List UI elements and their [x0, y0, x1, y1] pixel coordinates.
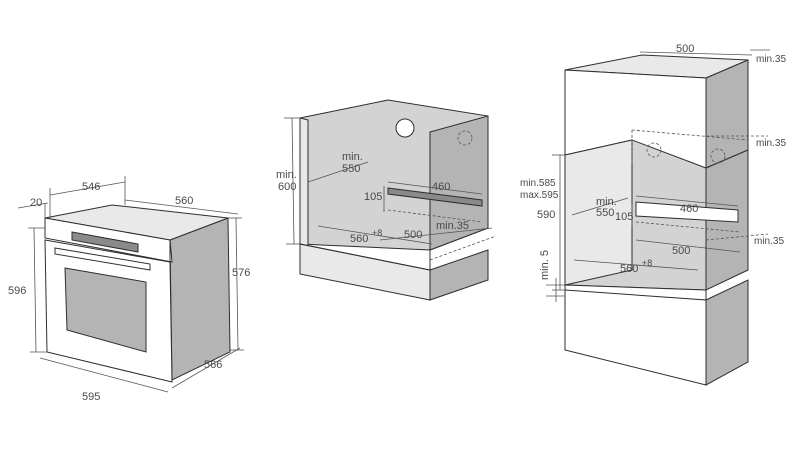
niche-vent-slot: [387, 187, 483, 207]
dim-566: 566: [204, 359, 222, 371]
niche-base-side: [429, 249, 489, 301]
niche-vent-hole-rear: [457, 130, 473, 146]
dim-max-595: max.595: [520, 190, 559, 201]
dim-595: 595: [82, 391, 100, 403]
tall-lower-front: [564, 289, 707, 386]
dim-min-600-label: min.: [276, 169, 297, 181]
dim-560-tol: +8: [372, 228, 382, 238]
oven-window: [64, 267, 147, 353]
dim-min-550-tall-label: min.: [596, 196, 617, 208]
dim-min-550-value: 550: [342, 163, 360, 175]
tall-unit-figure: 500 min.35 min.35 min.585 max.595 590 mi…: [520, 43, 786, 386]
dim-560-tall: 560: [620, 263, 638, 275]
dim-min-35-top: min.35: [756, 54, 786, 65]
dim-min-35: min.35: [436, 220, 469, 232]
dim-min-585: min.585: [520, 178, 556, 189]
tall-vent-hole-left: [646, 142, 662, 158]
dim-500-tall: 500: [672, 245, 690, 257]
tall-vent-hole-right: [710, 148, 726, 164]
oven-handle: [54, 247, 151, 271]
dim-min-600-value: 600: [278, 181, 296, 193]
oven-figure: 546 20 560 576 596 595 566: [8, 176, 250, 403]
dim-min-35-right: min.35: [754, 236, 784, 247]
dim-576: 576: [232, 267, 250, 279]
dim-590: 590: [537, 209, 555, 221]
dim-105: 105: [364, 191, 382, 203]
tall-vent-slot: [635, 201, 739, 223]
dim-460: 460: [432, 181, 450, 193]
oven-display: [71, 231, 139, 253]
dim-560-niche: 560: [350, 233, 368, 245]
niche-vent-hole: [395, 118, 415, 138]
dim-560: 560: [175, 195, 193, 207]
dim-596: 596: [8, 285, 26, 297]
dim-line-546: [49, 181, 126, 196]
tall-lower-side: [705, 279, 749, 386]
dim-500: 500: [404, 229, 422, 241]
niche-base-front: [299, 243, 431, 301]
dim-460-tall: 460: [680, 203, 698, 215]
niche-left-panel: [299, 117, 309, 247]
dim-min-550-label: min.: [342, 151, 363, 163]
oven-side-panel: [169, 217, 231, 381]
under-counter-figure: min. 600 min. 550 460 105 560 +8 500 min…: [276, 99, 497, 301]
dim-20: 20: [30, 197, 42, 209]
dim-500-top: 500: [676, 43, 694, 55]
dim-min-550-tall-value: 550: [596, 207, 614, 219]
dim-105-tall: 105: [615, 211, 633, 223]
dim-min-5: min. 5: [539, 250, 551, 280]
dim-min-35-mid: min.35: [756, 138, 786, 149]
dim-560-tall-tol: +8: [642, 258, 652, 268]
dim-546: 546: [82, 181, 100, 193]
